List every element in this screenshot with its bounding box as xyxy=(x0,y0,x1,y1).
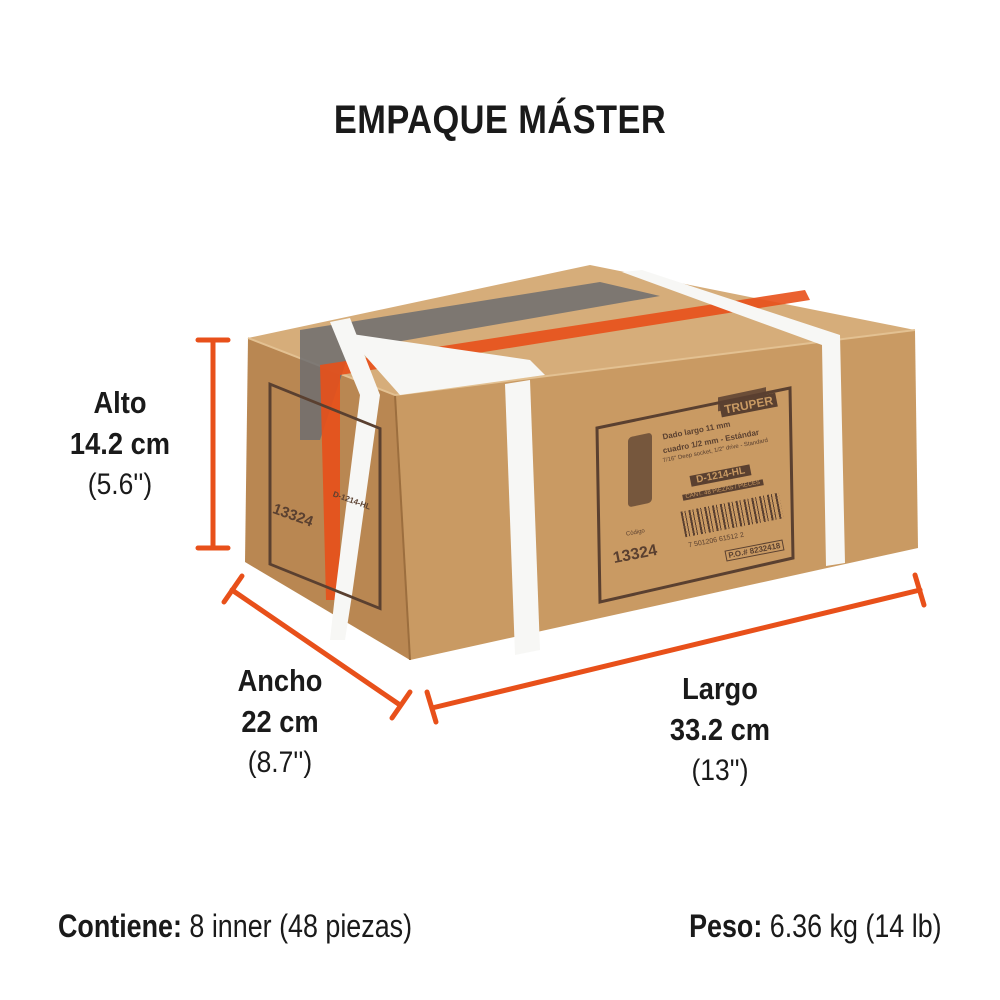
dimension-alto: Alto 14.2 cm (5.6'') xyxy=(58,382,181,505)
ancho-label: Ancho xyxy=(237,663,323,698)
dimension-ancho: Ancho 22 cm (8.7'') xyxy=(218,660,341,783)
footer-weight: Peso: 6.36 kg (14 lb) xyxy=(690,908,942,945)
page-title: EMPAQUE MÁSTER xyxy=(333,98,667,142)
contiene-label: Contiene: xyxy=(58,908,182,944)
white-strap-front xyxy=(505,380,540,655)
dimension-largo: Largo 33.2 cm (13'') xyxy=(641,668,799,791)
dimension-lines xyxy=(195,337,927,725)
peso-value: 6.36 kg (14 lb) xyxy=(762,908,942,944)
alto-imperial: (5.6'') xyxy=(87,468,153,501)
largo-metric: 33.2 cm xyxy=(669,712,771,747)
side-print-panel xyxy=(268,381,382,611)
peso-label: Peso: xyxy=(689,908,763,944)
socket-icon xyxy=(628,433,652,507)
largo-imperial: (13'') xyxy=(691,754,749,787)
alto-label: Alto xyxy=(93,385,147,420)
largo-label: Largo xyxy=(682,671,758,706)
white-strap-left xyxy=(330,318,380,640)
contiene-value: 8 inner (48 piezas) xyxy=(181,908,413,944)
footer-contents: Contiene: 8 inner (48 piezas) xyxy=(58,908,412,945)
ancho-imperial: (8.7'') xyxy=(247,746,313,779)
alto-metric: 14.2 cm xyxy=(69,426,171,461)
ancho-metric: 22 cm xyxy=(241,704,319,739)
gray-tape xyxy=(300,282,660,440)
